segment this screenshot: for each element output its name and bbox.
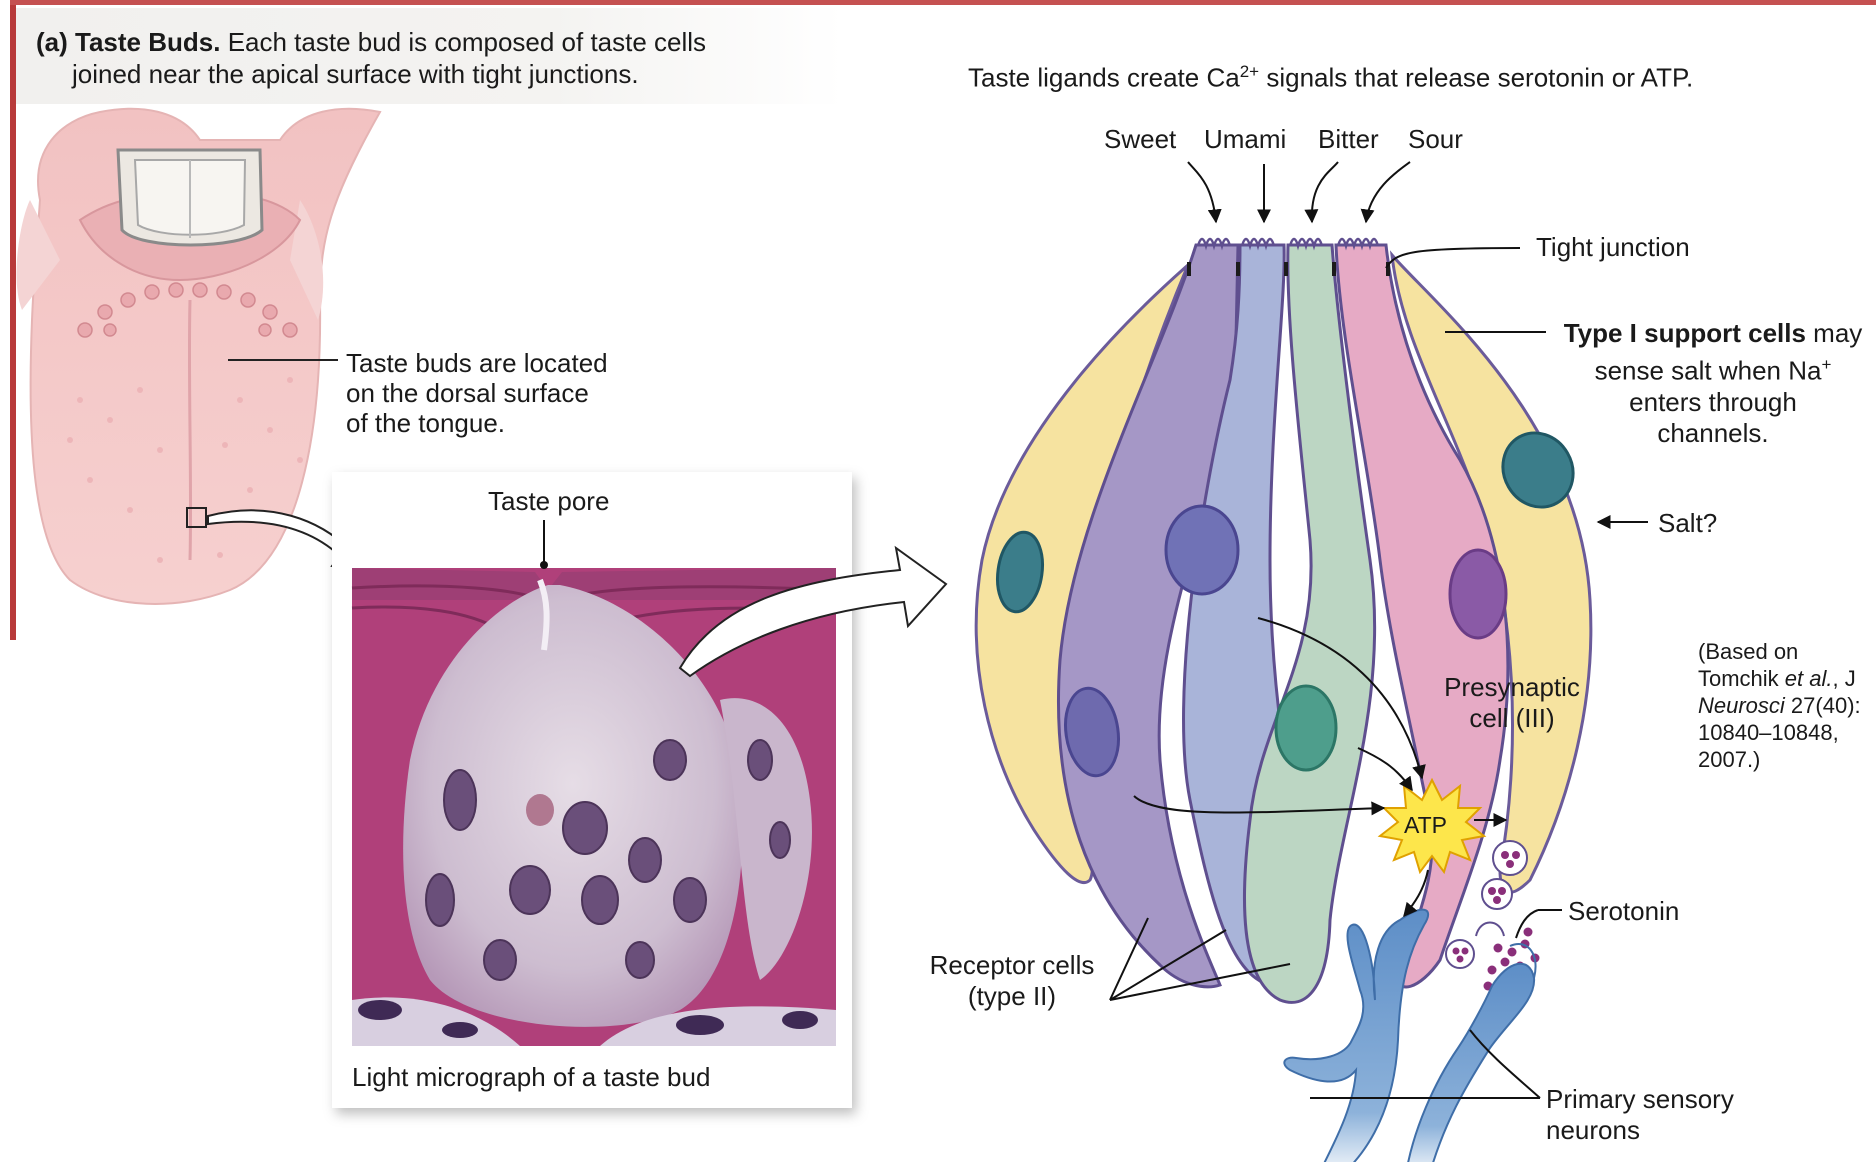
taste-sweet: Sweet xyxy=(1104,124,1177,154)
taste-pore-label: Taste pore xyxy=(488,486,610,516)
presynaptic-line2: cell (III) xyxy=(1469,703,1555,733)
panel-title: (a) Taste Buds. Each taste bud is compos… xyxy=(36,26,706,90)
receptor-line1: Receptor cells xyxy=(929,950,1095,980)
vesicles xyxy=(1445,840,1540,991)
salt-label: Salt? xyxy=(1658,508,1718,538)
taste-sour: Sour xyxy=(1408,124,1463,154)
citation-journal: Neurosci xyxy=(1698,693,1785,718)
microvilli xyxy=(1196,237,1380,251)
receptor-cell-purple xyxy=(1056,243,1240,989)
top-caption: Taste ligands create Ca2+ signals that r… xyxy=(968,56,1693,94)
type1-line4: channels. xyxy=(1657,417,1769,448)
citation-year: 2007.) xyxy=(1698,747,1761,772)
primary-line1: Primary sensory xyxy=(1546,1084,1734,1114)
taste-umami: Umami xyxy=(1204,124,1287,154)
receptor-line2: (type II) xyxy=(967,981,1057,1011)
panel-caption-line2: joined near the apical surface with tigh… xyxy=(72,59,639,89)
panel-caption-line1: Each taste bud is composed of taste cell… xyxy=(227,27,707,57)
citation-volume: 27(40): xyxy=(1784,693,1861,718)
title-box xyxy=(14,8,844,104)
panel-heading: Taste Buds. xyxy=(75,27,221,57)
micrograph-to-diagram-arrow xyxy=(678,545,948,678)
top-caption-after: signals that release serotonin or ATP. xyxy=(1259,62,1694,93)
citation-pages: 10840–10848, xyxy=(1698,720,1839,745)
primary-line2: neurons xyxy=(1546,1115,1640,1145)
primary-neurons-label: Primary sensory neurons xyxy=(1546,1084,1734,1146)
micrograph-image xyxy=(351,520,837,1046)
micrograph-caption: Light micrograph of a taste bud xyxy=(352,1062,711,1092)
tight-junction-label: Tight junction xyxy=(1536,232,1690,262)
type1-sup: + xyxy=(1821,355,1832,374)
citation-author: Tomchik xyxy=(1698,666,1785,691)
tight-junctions xyxy=(1187,262,1390,276)
type1-rest: may xyxy=(1805,318,1863,348)
type1-bold: Type I support cells xyxy=(1563,318,1806,348)
atp-label: ATP xyxy=(1404,812,1448,838)
type1-label: Type I support cells may sense salt when… xyxy=(1552,318,1874,449)
serotonin-label: Serotonin xyxy=(1568,896,1680,926)
taste-bud-diagram xyxy=(974,161,1648,1162)
citation-j: , J xyxy=(1832,666,1856,691)
type1-line3: enters through xyxy=(1629,386,1797,417)
tongue-label-line1: Taste buds are located xyxy=(346,348,608,378)
top-caption-sup: 2+ xyxy=(1239,62,1260,81)
citation: (Based on Tomchik et al., J Neurosci 27(… xyxy=(1698,638,1861,773)
tongue-illustration xyxy=(16,107,382,605)
citation-etal: et al. xyxy=(1784,666,1833,691)
receptor-cell-green xyxy=(1242,243,1377,1004)
presynaptic-line1: Presynaptic xyxy=(1444,672,1580,702)
tongue-label-line2: on the dorsal surface xyxy=(346,378,589,408)
tongue-label: Taste buds are located on the dorsal sur… xyxy=(346,348,608,438)
citation-line1: (Based on xyxy=(1698,639,1799,664)
taste-arrows xyxy=(1187,161,1411,224)
type1-line2: sense salt when Na xyxy=(1594,355,1822,386)
taste-bitter: Bitter xyxy=(1318,124,1379,154)
presynaptic-cell xyxy=(1334,243,1510,989)
tongue-label-line3: of the tongue. xyxy=(346,408,506,438)
signal-arrows xyxy=(1133,617,1508,918)
frame-top-edge xyxy=(10,0,1876,5)
nuclei xyxy=(996,431,1575,778)
atp-burst xyxy=(1377,777,1487,875)
receptor-label: Receptor cells (type II) xyxy=(912,950,1112,1012)
top-caption-before: Taste ligands create Ca xyxy=(968,62,1240,93)
primary-sensory-neurons xyxy=(1283,908,1537,1162)
frame-left-edge xyxy=(10,0,16,640)
presynaptic-label: Presynaptic cell (III) xyxy=(1432,672,1592,734)
leader-lines xyxy=(1109,247,1648,1099)
panel-letter: (a) xyxy=(36,27,68,57)
